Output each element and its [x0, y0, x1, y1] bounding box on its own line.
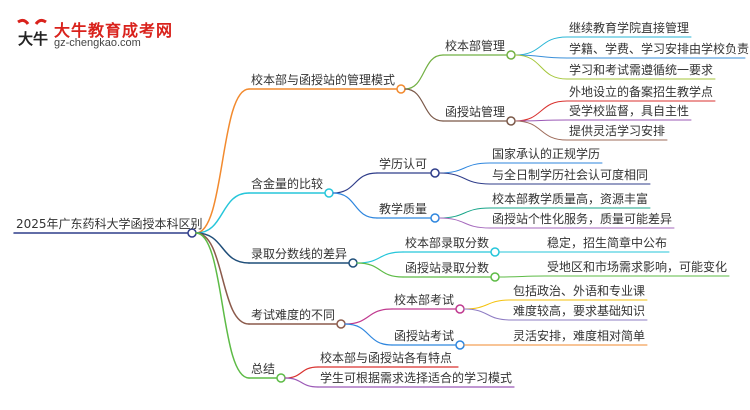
leaf-3-1-1: 稳定，招生简章中公布	[547, 236, 668, 250]
branch-topic-1: 校本部与函授站的管理模式	[251, 73, 396, 87]
subtopic-node-dot-3-1	[490, 247, 500, 257]
brand-logo: 大牛 大牛教育成考网 gz-chengkao.com	[14, 16, 254, 52]
leaf-connector-2-2-2	[438, 217, 491, 229]
leaf-1-1-1: 继续教育学院直接管理	[569, 21, 690, 35]
subtopic-node-dot-4-1	[455, 304, 465, 314]
branch-connector-2	[195, 192, 250, 234]
leaf-connector-4-1-2	[463, 308, 512, 321]
brand-url: gz-chengkao.com	[54, 37, 141, 49]
leaf-4-1-1: 包括政治、外语和专业课	[513, 284, 646, 298]
leaf-connector-2-2-1	[438, 207, 491, 219]
subtopic-node-dot-2-2	[430, 213, 440, 223]
branch-node-dot-1	[396, 84, 406, 94]
branch-node-dot-2	[324, 188, 334, 198]
subtopic-node-dot-1-2	[506, 116, 516, 126]
leaf-2-2-1: 校本部教学质量高，资源丰富	[492, 192, 649, 206]
branch-node-dot-5	[276, 373, 286, 383]
subtopic-4-1: 校本部考试	[394, 293, 455, 307]
subtopic-3-1: 校本部录取分数	[405, 236, 490, 250]
leaf-2-2-2: 函授站个性化服务，质量可能差异	[492, 212, 673, 226]
leaf-4-1-2: 难度较高，要求基础知识	[513, 304, 646, 318]
brand-name: 大牛教育成考网	[54, 21, 174, 40]
subtopic-3-2: 函授站录取分数	[405, 261, 490, 275]
leaf-1-2-2: 受学校监督，具自主性	[569, 104, 690, 118]
leaf-connector-2-1-1	[438, 162, 491, 174]
subtopic-node-dot-2-1	[430, 168, 440, 178]
branch-topic-5: 总结	[251, 362, 276, 376]
leaf-connector-2-1-2	[438, 172, 491, 185]
subtopic-connector-2-1	[332, 172, 378, 194]
leaf-1-2-3: 提供灵活学习安排	[569, 124, 666, 138]
root-topic: 2025年广东药科大学函授本科区别	[16, 217, 203, 231]
logo-mark-text: 大牛	[18, 30, 48, 48]
leaf-2-1-1: 国家承认的正规学历	[492, 147, 601, 161]
subtopic-connector-1-1	[404, 54, 444, 90]
leaf-1-2-1: 外地设立的备案招生教学点	[569, 85, 714, 99]
leaf-connector-1-2-1	[514, 100, 568, 122]
bull-logo-icon: 大牛	[17, 18, 48, 48]
subtopic-node-dot-3-2	[490, 272, 500, 282]
leaf-4-2-1: 灵活安排，难度相对简单	[513, 329, 646, 343]
leaf-2-1-2: 与全日制学历社会认可度相同	[492, 168, 649, 182]
subtopic-connector-4-1	[344, 308, 393, 325]
branch-connector-4	[195, 232, 250, 325]
subtopic-2-2: 教学质量	[379, 202, 428, 216]
subtopic-connector-4-2	[344, 323, 393, 346]
subtopic-4-2: 函授站考试	[394, 329, 455, 343]
subtopic-connector-2-2	[332, 192, 378, 219]
subtopic-5-2: 学生可根据需求选择适合的学习模式	[320, 371, 513, 385]
subtopic-1-2: 函授站管理	[445, 105, 506, 119]
branch-node-dot-4	[336, 319, 346, 329]
branch-topic-4: 考试难度的不同	[251, 308, 336, 322]
leaf-connector-1-2-3	[514, 120, 568, 141]
subtopic-5-1: 校本部与函授站各有特点	[320, 351, 453, 365]
subtopic-connector-3-1	[356, 251, 404, 264]
branch-node-dot-3	[348, 258, 358, 268]
subtopic-node-dot-4-2	[455, 340, 465, 350]
subtopic-connector-3-2	[356, 262, 404, 278]
branch-topic-2: 含金量的比较	[251, 177, 324, 191]
branch-topic-3: 录取分数线的差异	[251, 247, 348, 261]
subtopic-2-1: 学历认可	[379, 157, 428, 171]
leaf-connector-3-2-1	[498, 275, 546, 278]
leaf-connector-1-1-3	[514, 54, 568, 80]
branch-connector-3	[195, 232, 250, 264]
leaf-1-1-3: 学习和考试需遵循统一要求	[569, 63, 714, 77]
leaf-connector-4-1-1	[463, 299, 512, 310]
subtopic-node-dot-1-1	[506, 50, 516, 60]
branch-connector-1	[195, 88, 250, 234]
subtopic-connector-1-2	[404, 88, 444, 122]
subtopic-1-1: 校本部管理	[445, 39, 506, 53]
leaf-3-2-1: 受地区和市场需求影响，可能变化	[547, 260, 728, 274]
branch-connector-5	[195, 232, 250, 379]
leaf-1-1-2: 学籍、学费、学习安排由学校负责	[569, 42, 750, 56]
leaf-connector-1-1-1	[514, 36, 568, 56]
subtopic-connector-5-2	[284, 377, 319, 388]
subtopic-connector-5-1	[284, 366, 319, 379]
